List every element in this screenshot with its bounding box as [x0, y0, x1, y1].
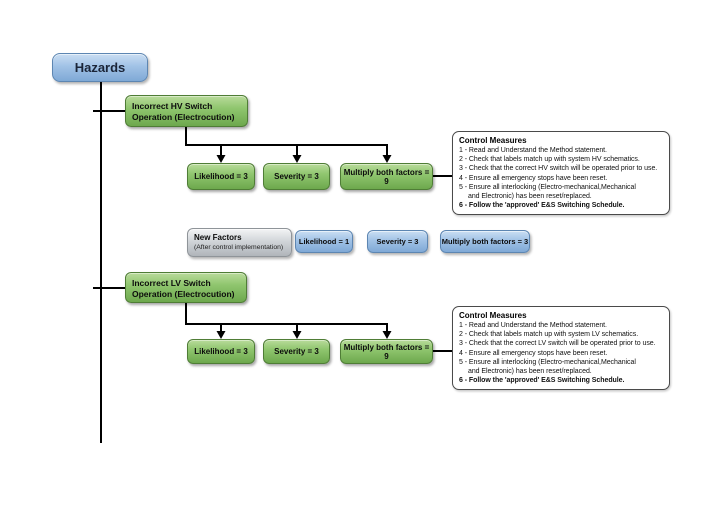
hv-arrowhead-severity — [292, 155, 302, 163]
hv-hazard-title-line1: Incorrect HV Switch — [132, 101, 213, 111]
hv-arrowhead-multiply — [382, 155, 392, 163]
lv-control-measures-box: Control Measures 1 - Read and Understand… — [452, 306, 670, 391]
lv-severity-node: Severity = 3 — [263, 339, 330, 364]
lv-control-measure-3: 3 - Check that the correct LV switch wil… — [459, 340, 656, 348]
lv-control-measure-5-cont: and Electronic) has been reset/replaced. — [468, 368, 592, 376]
hv-control-measure-3: 3 - Check that the correct HV switch wil… — [459, 165, 658, 173]
hv-control-measure-2: 2 - Check that labels match up with syst… — [459, 156, 640, 164]
lv-control-measure-1: 1 - Read and Understand the Method state… — [459, 322, 607, 329]
lv-hazard-title-line2: Operation (Electrocution) — [132, 289, 235, 299]
lv-control-measure-2: 2 - Check that labels match up with syst… — [459, 331, 639, 339]
hazards-root-node: Hazards — [52, 53, 148, 82]
hv-hazard-node: Incorrect HV Switch Operation (Electrocu… — [125, 95, 248, 127]
lv-control-measures-title: Control Measures — [459, 311, 527, 320]
new-factors-label: New Factors — [194, 233, 242, 242]
lv-control-measure-5: 5 - Ensure all interlocking (Electro-mec… — [459, 358, 636, 366]
hv-control-measure-5: 5 - Ensure all interlocking (Electro-mec… — [459, 183, 636, 191]
hv-control-measure-4: 4 - Ensure all emergency stops have been… — [459, 174, 608, 182]
lv-hazard-title-line1: Incorrect LV Switch — [132, 278, 211, 288]
lv-multiply-node: Multiply both factors = 9 — [340, 339, 433, 364]
lv-rail-line — [185, 302, 388, 331]
lv-arrowhead-severity — [292, 331, 302, 339]
hv-rail-line — [185, 127, 388, 155]
hv-severity-node: Severity = 3 — [263, 163, 330, 190]
hv-arrowhead-likelihood — [216, 155, 226, 163]
lv-arrowhead-likelihood — [216, 331, 226, 339]
hv-control-measure-1: 1 - Read and Understand the Method state… — [459, 147, 607, 154]
new-multiply-node: Multiply both factors = 3 — [440, 230, 530, 253]
new-factors-node: New Factors (After control implementatio… — [187, 228, 292, 257]
lv-arrowhead-multiply — [382, 331, 392, 339]
lv-hazard-node: Incorrect LV Switch Operation (Electrocu… — [125, 272, 247, 303]
hv-multiply-node: Multiply both factors = 9 — [340, 163, 433, 190]
hv-likelihood-node: Likelihood = 3 — [187, 163, 255, 190]
hv-hazard-title-line2: Operation (Electrocution) — [132, 112, 235, 122]
hv-control-measure-6: 6 - Follow the 'approved' E&S Switching … — [459, 202, 625, 210]
hv-control-measures-box: Control Measures 1 - Read and Understand… — [452, 131, 670, 216]
new-severity-node: Severity = 3 — [367, 230, 428, 253]
hv-control-measures-title: Control Measures — [459, 136, 527, 145]
new-factors-sublabel: (After control implementation) — [194, 244, 284, 251]
hv-control-measure-5-cont: and Electronic) has been reset/replaced. — [468, 193, 592, 201]
lv-control-measure-6: 6 - Follow the 'approved' E&S Switching … — [459, 377, 625, 385]
lv-likelihood-node: Likelihood = 3 — [187, 339, 255, 364]
new-likelihood-node: Likelihood = 1 — [295, 230, 353, 253]
lv-control-measure-4: 4 - Ensure all emergency stops have been… — [459, 349, 608, 357]
